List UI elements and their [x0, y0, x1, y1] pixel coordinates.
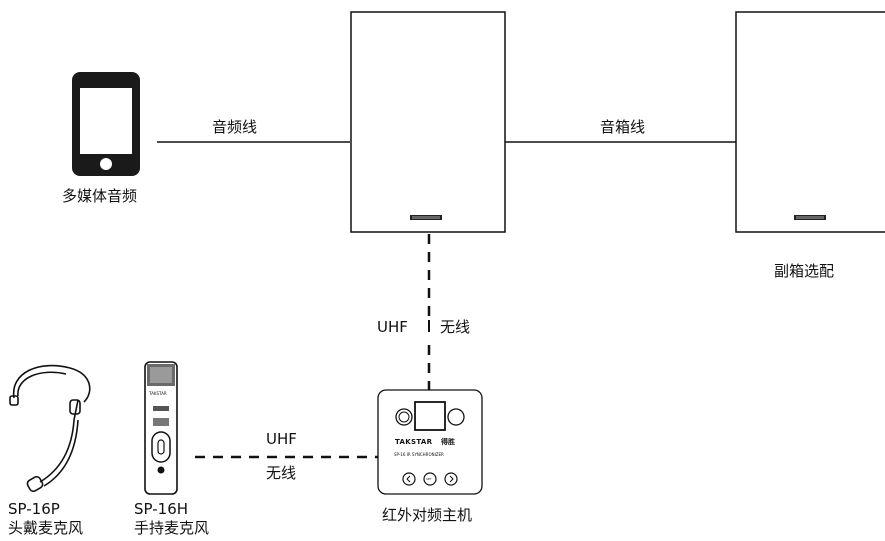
mic-brand-text: TAKSTAR — [149, 391, 167, 396]
host-set-button: SET — [426, 477, 432, 481]
handheld-model-label: SP-16H — [134, 500, 189, 518]
media-source-label: 多媒体音频 — [62, 187, 138, 205]
handheld-microphone-icon — [144, 361, 178, 495]
host-brand-cn-text: 得胜 — [441, 438, 455, 446]
host-unit-label: 红外对频主机 — [382, 506, 473, 524]
secondary-speaker-label: 副箱选配 — [774, 262, 835, 280]
host-model-text: SP-16 IR SYNCHRONIZER — [394, 452, 444, 457]
headset-microphone-icon — [9, 364, 91, 493]
uhf-label-horizontal: UHF — [266, 430, 297, 448]
wireless-label-horizontal: 无线 — [266, 464, 297, 482]
handheld-name-label: 手持麦克风 — [134, 519, 210, 537]
headset-name-label: 头戴麦克风 — [8, 519, 84, 537]
uhf-label-vertical: UHF — [377, 318, 408, 336]
audio-cable-label: 音频线 — [212, 118, 258, 136]
headset-model-label: SP-16P — [8, 500, 60, 518]
ir-host-unit — [377, 389, 483, 495]
host-brand-text: TAKSTAR — [395, 438, 433, 446]
phone-icon — [72, 72, 140, 176]
speaker-cable-label: 音箱线 — [600, 118, 646, 136]
wireless-label-vertical: 无线 — [440, 318, 471, 336]
main-speaker — [350, 11, 506, 233]
secondary-speaker — [735, 11, 885, 233]
